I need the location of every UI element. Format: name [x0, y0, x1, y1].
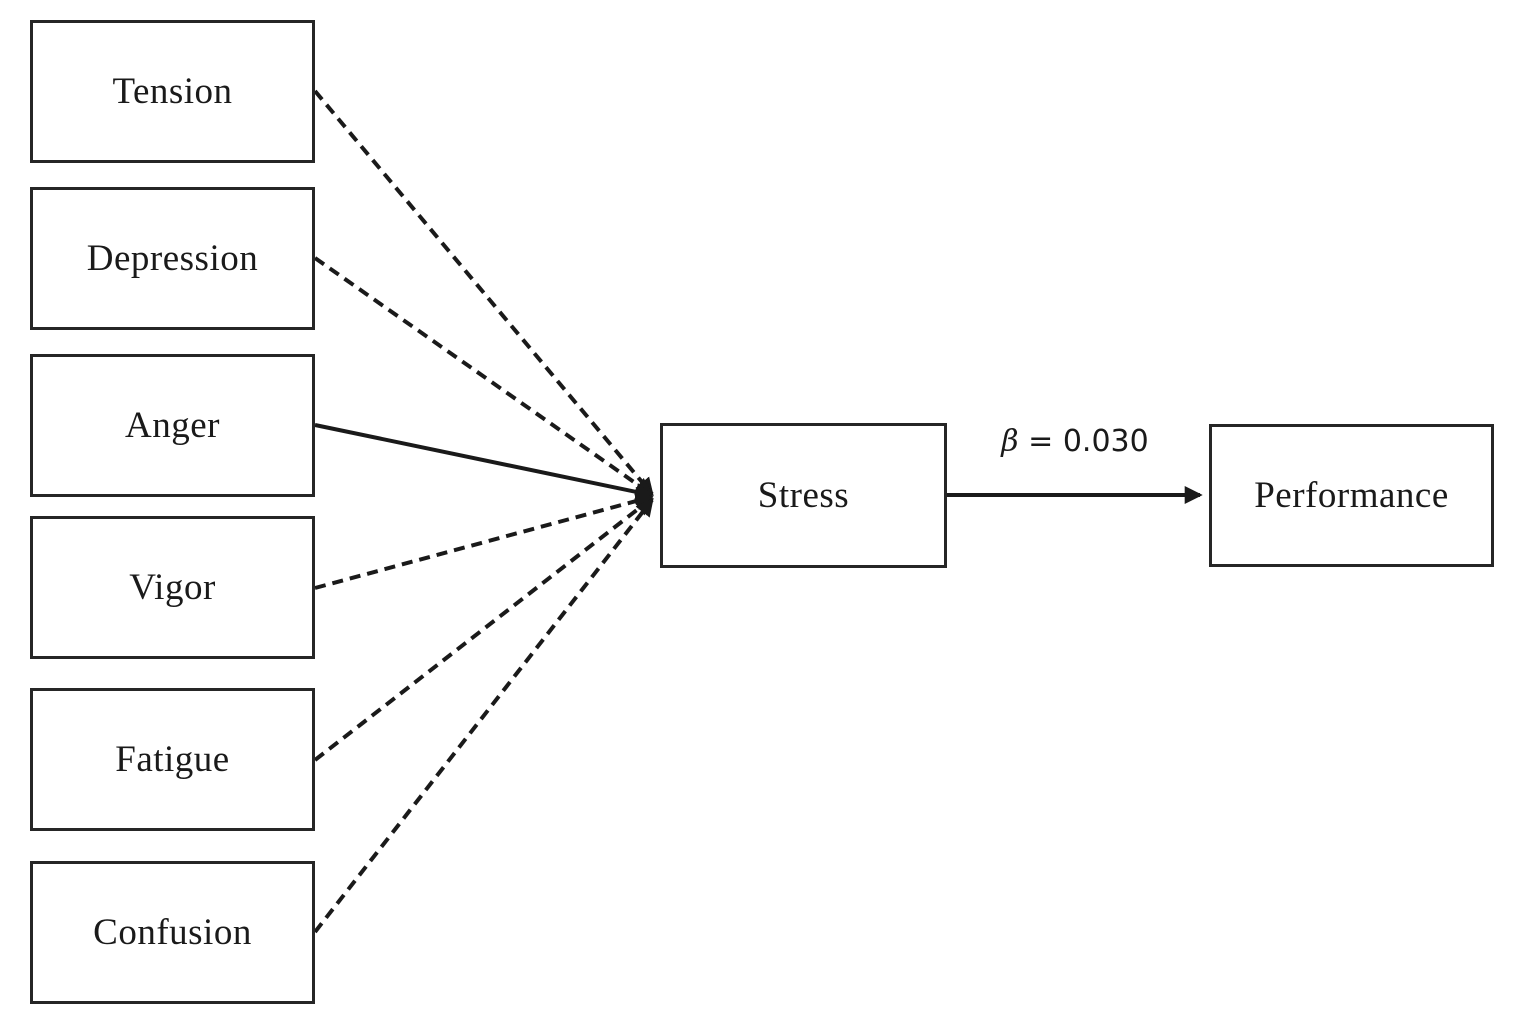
edge-confusion-stress [313, 497, 654, 934]
edge-anger-stress [314, 423, 654, 501]
node-tension-label: Tension [112, 71, 233, 112]
edge-vigor-stress [314, 492, 654, 590]
node-performance: Performance [1209, 424, 1494, 567]
path-coefficient-label: β = 0.030 [965, 424, 1185, 459]
node-vigor: Vigor [30, 516, 315, 659]
node-fatigue-label: Fatigue [115, 739, 230, 780]
node-anger: Anger [30, 354, 315, 497]
node-tension: Tension [30, 20, 315, 163]
node-depression: Depression [30, 187, 315, 330]
node-fatigue: Fatigue [30, 688, 315, 831]
node-depression-label: Depression [86, 238, 259, 279]
beta-value: = 0.030 [1028, 424, 1149, 459]
node-performance-label: Performance [1254, 475, 1449, 516]
node-stress-label: Stress [757, 475, 850, 516]
node-confusion: Confusion [30, 861, 315, 1004]
beta-symbol: β [1001, 424, 1019, 459]
node-confusion-label: Confusion [93, 912, 252, 953]
edge-depression-stress [313, 256, 654, 496]
node-vigor-label: Vigor [129, 567, 216, 608]
node-stress: Stress [660, 423, 947, 568]
edge-tension-stress [313, 89, 654, 497]
edge-fatigue-stress [313, 497, 654, 762]
node-anger-label: Anger [125, 405, 220, 446]
